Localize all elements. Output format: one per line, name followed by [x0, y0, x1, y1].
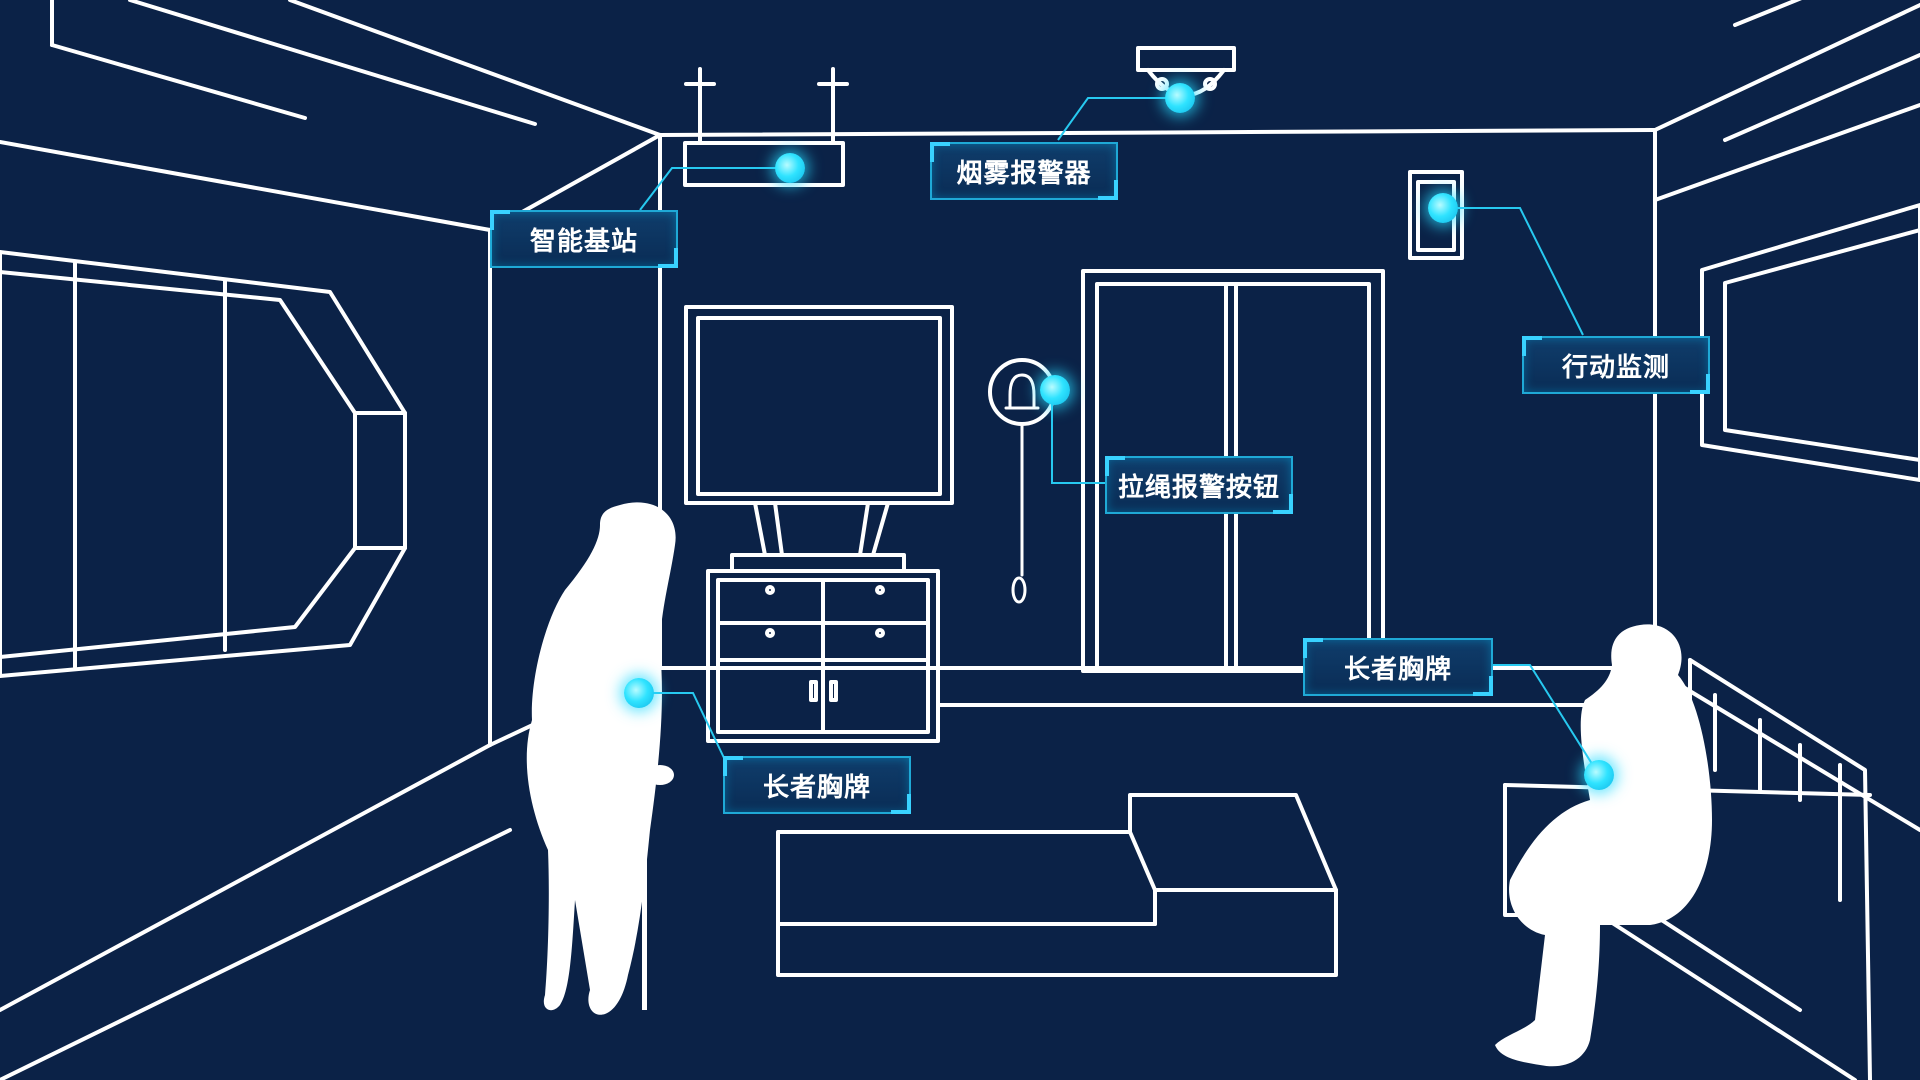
label-badge-right: 长者胸牌: [1303, 638, 1493, 696]
connector-lines: [639, 97, 1600, 776]
right-window: [1700, 203, 1920, 482]
smoke-alarm-sensor-dot: [1165, 83, 1195, 113]
label-base-station: 智能基站: [490, 210, 678, 268]
back-wall: [658, 128, 1657, 707]
elderly-with-cane: [526, 502, 676, 1015]
door: [1081, 269, 1385, 673]
pull-cord-sensor-dot: [1040, 375, 1070, 405]
tv: [684, 305, 954, 573]
label-pull-cord-button-text: 拉绳报警按钮: [1117, 472, 1280, 503]
label-badge-left: 长者胸牌: [723, 756, 911, 814]
label-badge-left-text: 长者胸牌: [762, 772, 871, 803]
elderly-seated: [1495, 624, 1712, 1067]
base-station-device: [683, 67, 849, 187]
label-badge-right-text: 长者胸牌: [1343, 654, 1452, 685]
base-station-sensor-dot: [775, 153, 805, 183]
coffee-table: [776, 793, 1338, 977]
label-base-station-text: 智能基站: [529, 226, 638, 257]
left-window: [0, 250, 407, 678]
label-motion-monitor-text: 行动监测: [1561, 352, 1670, 383]
label-smoke-alarm: 烟雾报警器: [930, 142, 1118, 200]
ceiling-lines: [50, 0, 662, 137]
label-smoke-alarm-text: 烟雾报警器: [956, 158, 1092, 189]
label-motion-monitor: 行动监测: [1522, 336, 1710, 394]
badge-left-sensor-dot: [624, 678, 654, 708]
badge-right-sensor-dot: [1584, 760, 1614, 790]
cabinet: [706, 569, 940, 743]
label-pull-cord-button: 拉绳报警按钮: [1105, 456, 1293, 514]
motion-sensor-dot: [1428, 193, 1458, 223]
